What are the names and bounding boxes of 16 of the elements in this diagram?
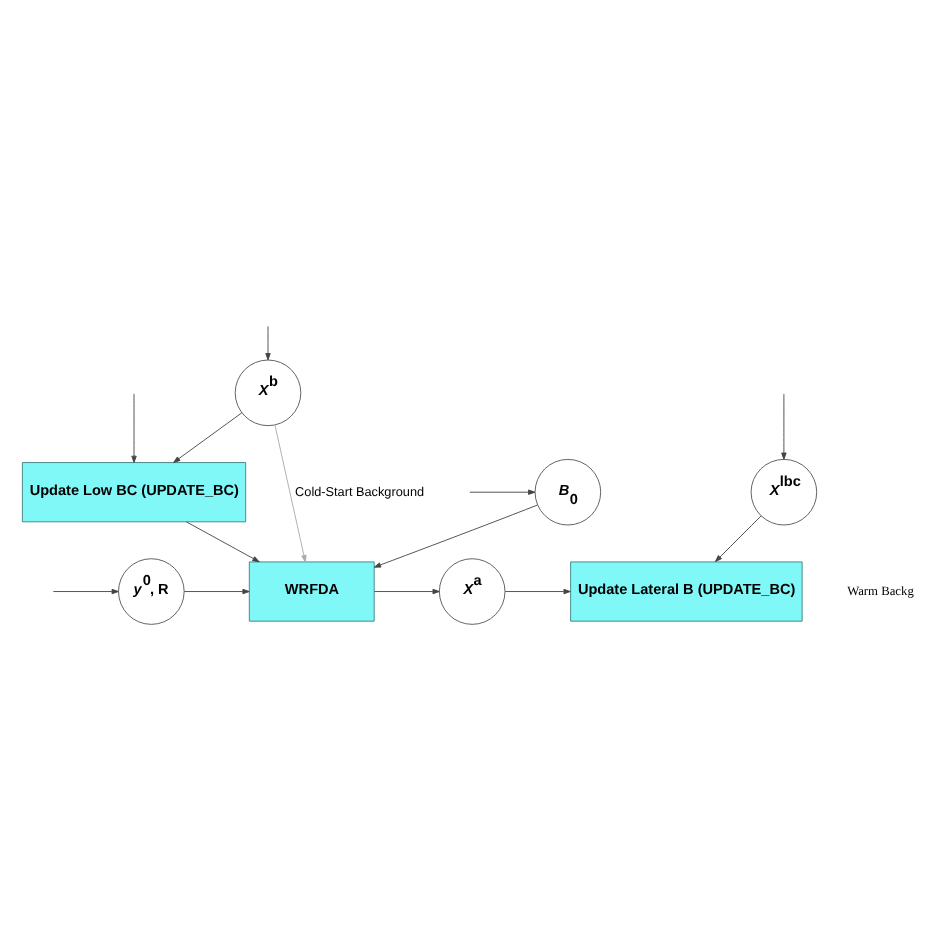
arrow <box>265 324 271 360</box>
node-box: Update Lateral B (UPDATE_BC) <box>570 560 803 621</box>
arrow <box>469 488 536 494</box>
arrow <box>504 587 571 594</box>
arrow <box>52 587 119 594</box>
arrow <box>183 587 250 594</box>
arrow <box>714 514 762 562</box>
arrow <box>373 503 538 567</box>
arrow <box>274 423 307 562</box>
arrow <box>185 520 260 562</box>
arrow <box>173 411 243 462</box>
arrow <box>373 587 440 594</box>
node-box: WRFDA <box>248 560 375 621</box>
arrow <box>781 392 787 459</box>
node-box: Update Low BC (UPDATE_BC) <box>21 461 247 522</box>
arrow <box>131 392 137 462</box>
